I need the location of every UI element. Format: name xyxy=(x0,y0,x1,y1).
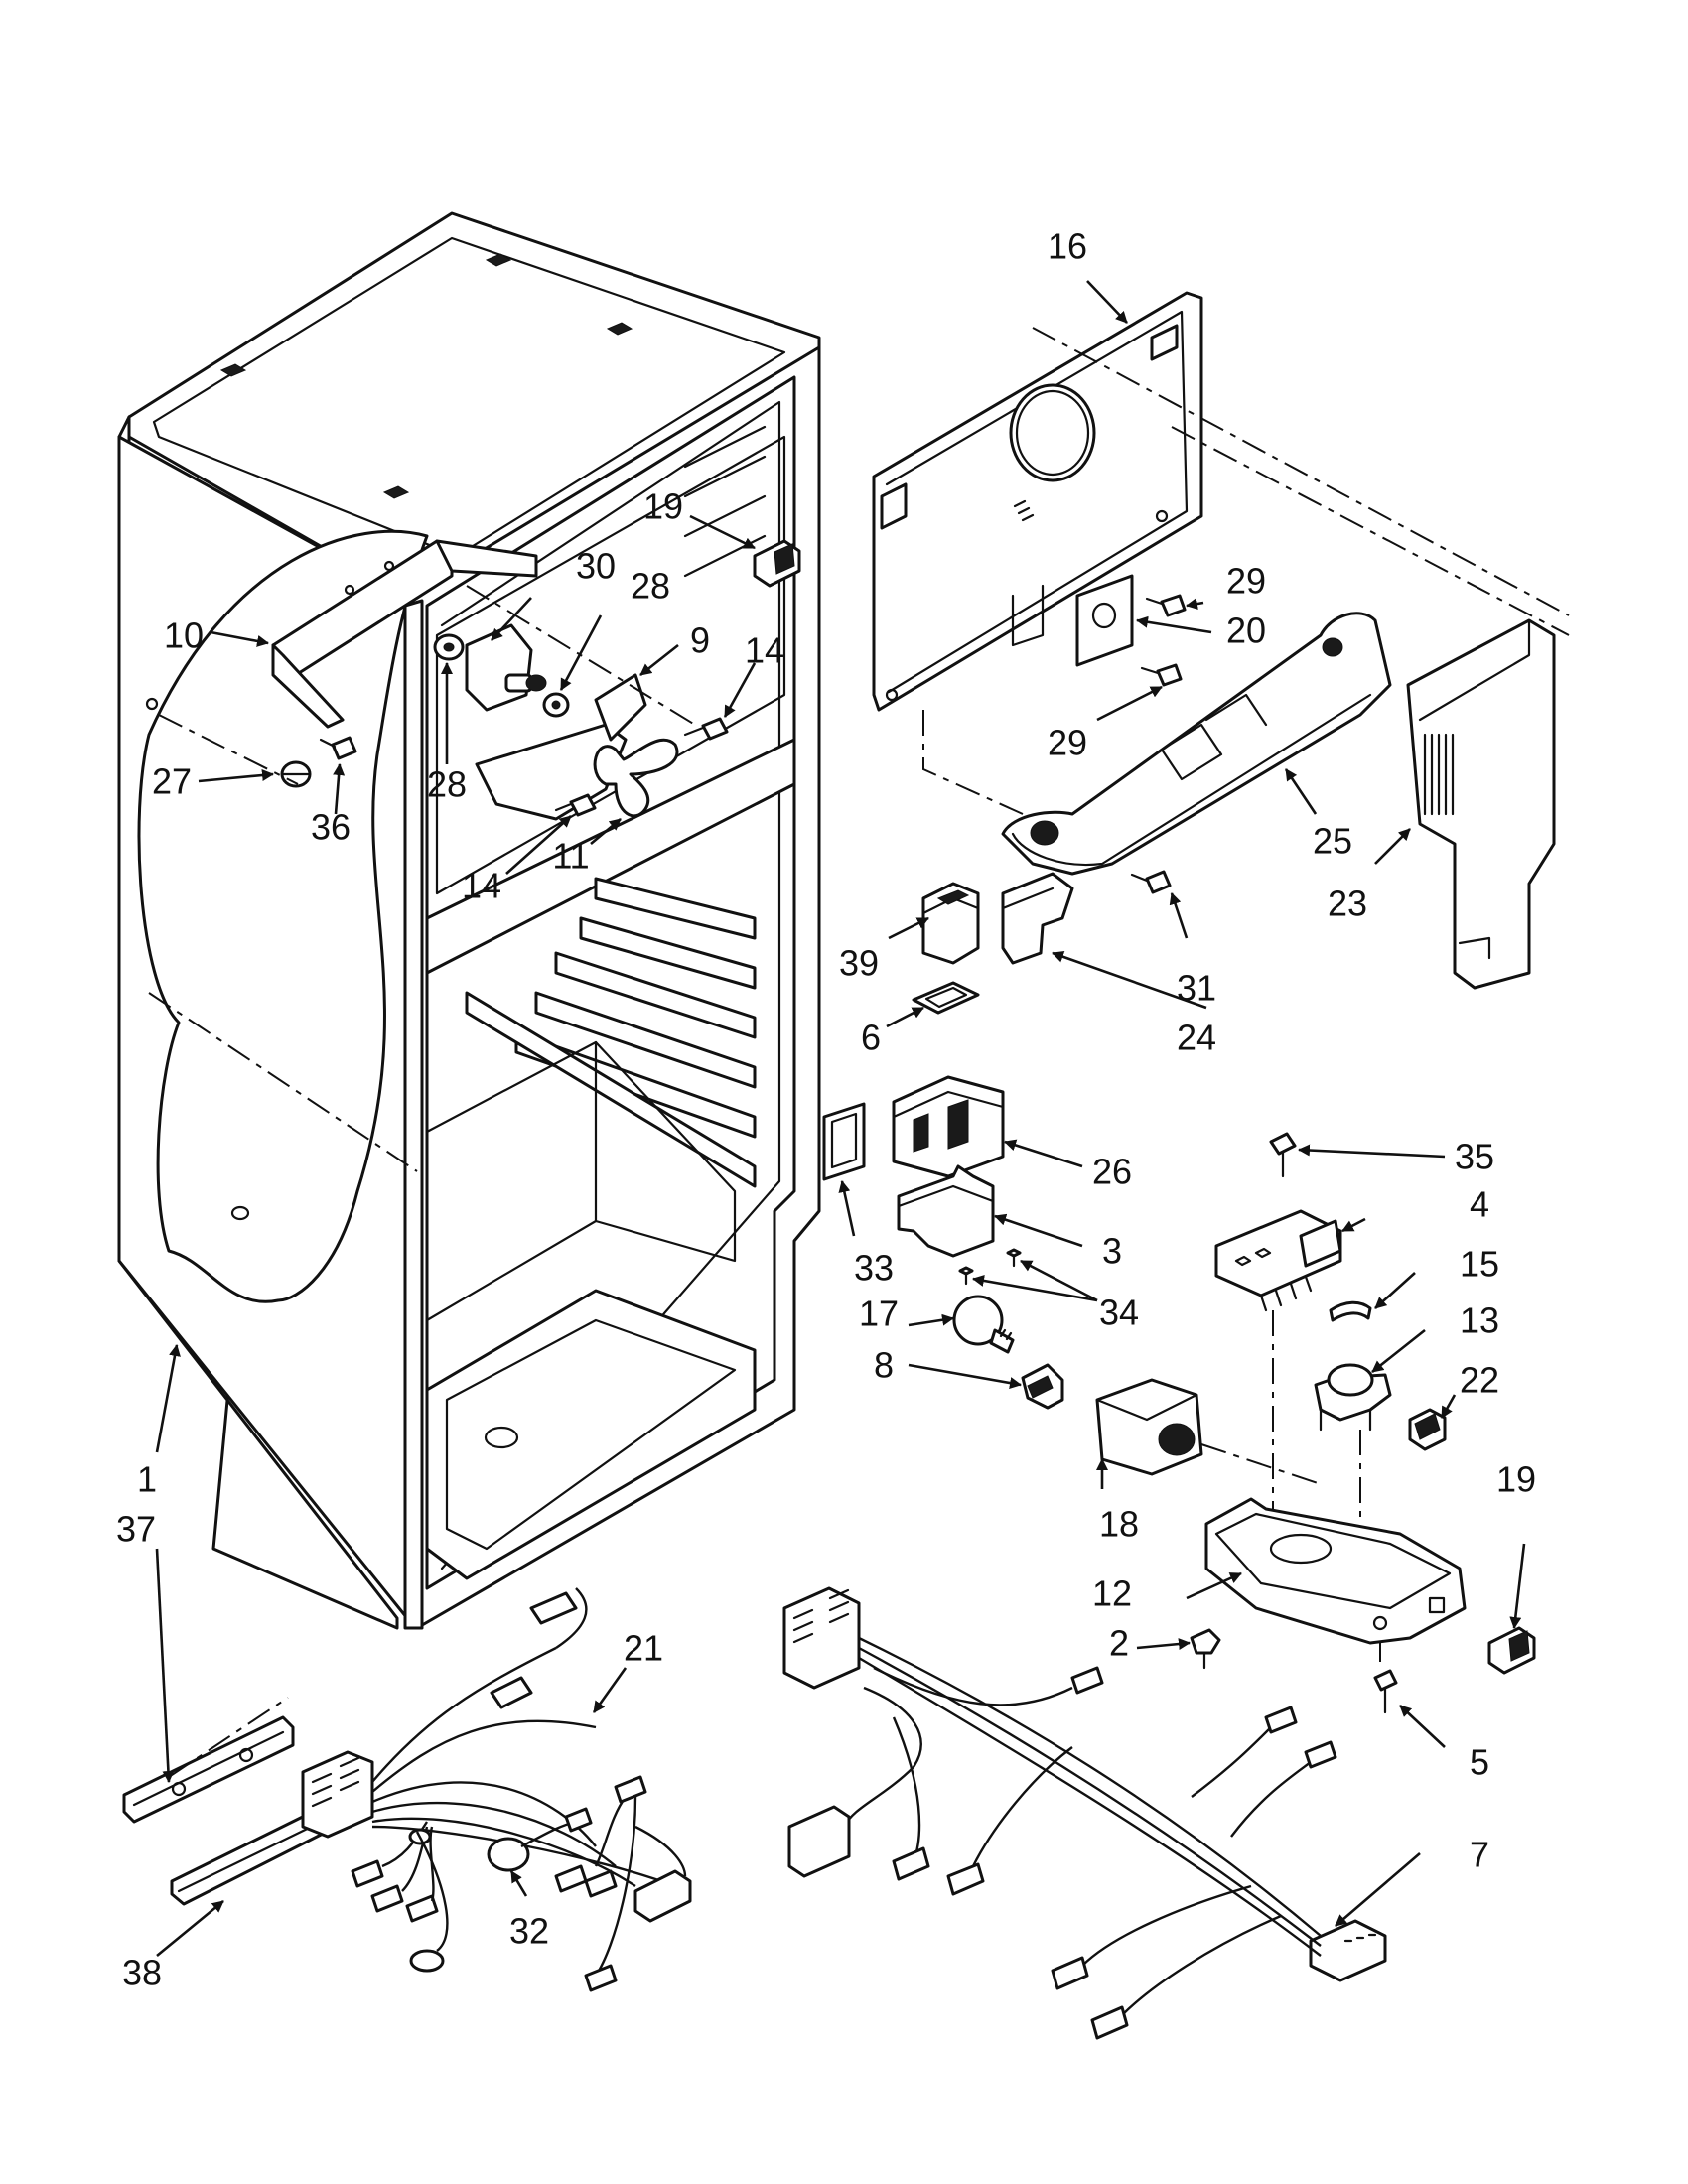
housing-39 xyxy=(921,882,980,965)
callout-8: 8 xyxy=(874,1345,894,1386)
refrigerator-liner xyxy=(117,211,821,1630)
screw-35 xyxy=(1269,1132,1297,1178)
callout-18: 18 xyxy=(1099,1504,1139,1545)
callout-6: 6 xyxy=(861,1018,881,1058)
screw-29-lower xyxy=(1140,663,1183,687)
callout-4: 4 xyxy=(1470,1184,1489,1225)
callout-38: 38 xyxy=(122,1953,162,1993)
callout-28-right: 28 xyxy=(631,566,670,607)
callout-3: 3 xyxy=(1102,1231,1122,1272)
control-housing-12 xyxy=(1204,1497,1467,1645)
callout-34: 34 xyxy=(1099,1293,1139,1333)
callout-2: 2 xyxy=(1109,1623,1129,1664)
callout-31: 31 xyxy=(1177,968,1216,1009)
callout-19-lower: 19 xyxy=(1496,1459,1536,1500)
callout-33: 33 xyxy=(854,1248,894,1289)
light-bulb-17 xyxy=(952,1295,1015,1354)
rear-panel xyxy=(872,291,1570,815)
screw-29-upper xyxy=(1145,594,1187,617)
clip-19-upper xyxy=(753,539,801,588)
callout-28-left: 28 xyxy=(427,764,467,805)
callout-36: 36 xyxy=(311,807,351,848)
callout-19-top: 19 xyxy=(643,486,683,527)
callout-20: 20 xyxy=(1226,611,1266,651)
callout-27: 27 xyxy=(152,761,192,802)
bracket-24 xyxy=(1001,872,1074,965)
callout-37: 37 xyxy=(116,1509,156,1550)
air-diffuser xyxy=(1001,612,1392,876)
light-housing-26 xyxy=(892,1075,1005,1178)
knob-22 xyxy=(1408,1408,1447,1451)
callout-5: 5 xyxy=(1470,1742,1489,1783)
callout-14-upper: 14 xyxy=(745,630,784,671)
gasket-33 xyxy=(822,1102,866,1181)
callout-15: 15 xyxy=(1460,1244,1499,1285)
callout-17: 17 xyxy=(859,1294,899,1334)
thermostat-13 xyxy=(1314,1363,1392,1432)
screw-14-upper xyxy=(683,717,729,741)
callout-29-lower: 29 xyxy=(1048,723,1087,763)
callout-labels: 16 19 10 30 28 9 14 27 36 28 14 11 29 20… xyxy=(116,226,1536,1993)
light-cover-18 xyxy=(1095,1378,1322,1485)
callout-9: 9 xyxy=(690,620,710,661)
callout-13: 13 xyxy=(1460,1300,1499,1341)
cover-plate-20 xyxy=(1075,574,1134,667)
leader-lines xyxy=(155,280,1526,1958)
fan-motor-assembly xyxy=(158,539,729,821)
callout-24: 24 xyxy=(1177,1018,1216,1058)
callout-22: 22 xyxy=(1460,1360,1499,1401)
control-board-4 xyxy=(1214,1209,1342,1312)
screw-31 xyxy=(1130,870,1172,894)
trim-37 xyxy=(122,1715,295,1824)
callout-30: 30 xyxy=(576,546,616,587)
callout-29-upper: 29 xyxy=(1226,561,1266,602)
callout-39: 39 xyxy=(839,943,879,984)
wire-harness-7 xyxy=(782,1586,1387,2040)
callout-16: 16 xyxy=(1048,226,1087,267)
bracket-3 xyxy=(897,1164,995,1258)
light-socket-8 xyxy=(1021,1363,1064,1410)
screw-5 xyxy=(1373,1669,1398,1714)
wire-harness-21 xyxy=(301,1587,692,1992)
callout-12: 12 xyxy=(1092,1573,1132,1614)
tube-15 xyxy=(1329,1300,1372,1322)
callout-25: 25 xyxy=(1313,821,1352,862)
callout-23: 23 xyxy=(1328,884,1367,924)
screws-34 xyxy=(958,1248,1022,1286)
side-duct xyxy=(1406,618,1556,990)
clip-19-lower xyxy=(1487,1626,1536,1675)
gasket-6 xyxy=(912,981,980,1015)
plug-2 xyxy=(1190,1628,1221,1670)
callout-21: 21 xyxy=(624,1628,663,1669)
screw-14-lower xyxy=(554,793,597,817)
callout-14-lower: 14 xyxy=(462,866,501,906)
callout-1: 1 xyxy=(137,1459,157,1500)
callout-11: 11 xyxy=(552,836,589,877)
callout-26: 26 xyxy=(1092,1152,1132,1192)
callout-32: 32 xyxy=(509,1911,549,1952)
callout-35: 35 xyxy=(1455,1137,1494,1177)
callout-7: 7 xyxy=(1470,1835,1489,1875)
callout-10: 10 xyxy=(164,615,204,656)
